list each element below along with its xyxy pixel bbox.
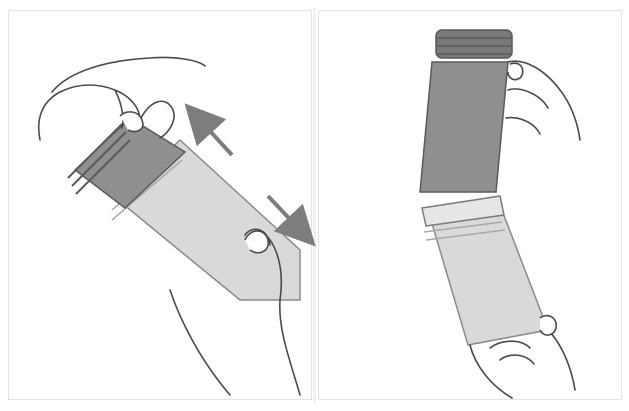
thumb-lower-right: [540, 316, 556, 335]
filter-cartridge-right: [420, 62, 508, 192]
hand-upper-left: [39, 57, 205, 140]
arrow-up-left-icon: [198, 118, 232, 155]
left-illustration: [39, 57, 302, 395]
thumb-upper-right: [508, 63, 523, 79]
right-illustration: [420, 30, 580, 398]
